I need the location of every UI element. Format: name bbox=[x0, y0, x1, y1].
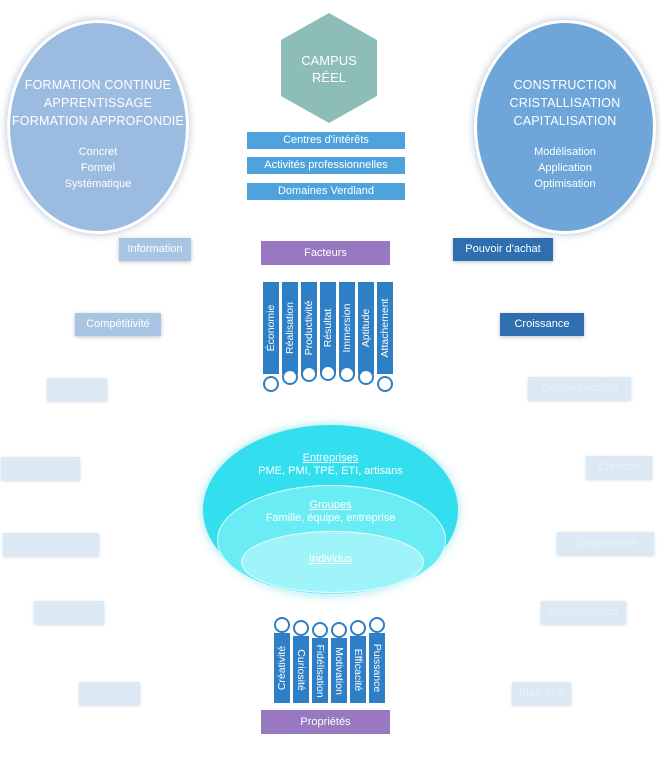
tag-pouvoir-achat: Pouvoir d'achat bbox=[453, 238, 553, 261]
propriete-knob bbox=[369, 617, 385, 633]
campus-line1: CAMPUS bbox=[301, 53, 357, 68]
right-circle-line: CRISTALLISATION bbox=[509, 96, 621, 110]
left-circle-line: FORMATION APPROFONDIE bbox=[11, 114, 185, 128]
center-bar-domaines: Domaines Verdland bbox=[247, 183, 405, 200]
propriete-knob bbox=[331, 622, 347, 638]
right-circle-sub: Modélisation bbox=[534, 146, 596, 158]
right-circle-line: CONSTRUCTION bbox=[513, 78, 617, 92]
left-circle-sub: Formel bbox=[80, 162, 116, 174]
facteur-column: Résultat bbox=[320, 282, 336, 374]
propriete-label: Efficacité bbox=[352, 648, 364, 691]
groupes-sub: Famille, équipe, entreprise bbox=[265, 512, 396, 524]
tag-competitivite: Compétitivité bbox=[75, 313, 161, 336]
campus-line2: RÉEL bbox=[312, 70, 346, 85]
facteur-label: Résultat bbox=[322, 308, 334, 348]
proprietes-header: Propriétés bbox=[261, 710, 390, 734]
tag-information: Information bbox=[119, 238, 191, 261]
facteur-label: Immersion bbox=[341, 303, 353, 353]
entreprises-sub: PME, PMI, TPE, ETI, artisans bbox=[258, 465, 403, 477]
left-circle: FORMATION CONTINUE APPRENTISSAGE FORMATI… bbox=[7, 20, 189, 234]
facteur-knob bbox=[282, 369, 298, 385]
left-circle-line: FORMATION CONTINUE bbox=[24, 78, 172, 92]
faded-tag-left bbox=[3, 533, 99, 556]
facteur-knob bbox=[358, 369, 374, 385]
campus-label: CAMPUS RÉEL bbox=[280, 52, 378, 86]
facteur-knob bbox=[301, 366, 317, 382]
facteur-column: Économie bbox=[263, 282, 279, 374]
facteur-knob bbox=[320, 365, 336, 381]
left-circle-sub: Concret bbox=[78, 146, 118, 158]
faded-tag-left bbox=[79, 682, 140, 705]
facteur-label: Réalisation bbox=[284, 302, 296, 354]
faded-tag-left bbox=[1, 457, 80, 480]
entreprises-title: Entreprises bbox=[302, 452, 359, 464]
tag-croissance: Croissance bbox=[500, 313, 584, 336]
groupes-title: Groupes bbox=[309, 499, 352, 511]
left-circle-line: APPRENTISSAGE bbox=[43, 96, 153, 110]
facteur-column: Productivité bbox=[301, 282, 317, 374]
propriete-column: Efficacité bbox=[350, 636, 366, 703]
faded-tag-creation: Création bbox=[586, 456, 652, 479]
propriete-label: Motivation bbox=[333, 646, 345, 695]
propriete-label: Créativité bbox=[276, 645, 288, 691]
right-circle: CONSTRUCTION CRISTALLISATION CAPITALISAT… bbox=[474, 20, 656, 234]
facteur-label: Attachement bbox=[379, 298, 391, 358]
right-circle-sub: Optimisation bbox=[534, 178, 596, 190]
facteur-column: Attachement bbox=[377, 282, 393, 374]
propriete-label: Fidélisation bbox=[314, 643, 326, 698]
faded-tag-competence: Compétence bbox=[557, 532, 654, 555]
facteur-label: Économie bbox=[265, 304, 277, 352]
facteur-knob bbox=[339, 366, 355, 382]
facteur-label: Productivité bbox=[303, 300, 315, 356]
propriete-knob bbox=[293, 620, 309, 636]
facteur-column: Réalisation bbox=[282, 282, 298, 374]
facteurs-header: Facteurs bbox=[261, 241, 390, 265]
faded-tag-connaissance: Connaissance bbox=[541, 601, 626, 624]
facteur-label: Aptitude bbox=[360, 308, 372, 348]
facteur-column: Immersion bbox=[339, 282, 355, 374]
faded-tag-left bbox=[34, 601, 104, 624]
right-circle-sub: Application bbox=[538, 162, 592, 174]
left-circle-sub: Systématique bbox=[64, 178, 132, 190]
center-bar-interets: Centres d'intérêts bbox=[247, 132, 405, 149]
propriete-knob bbox=[350, 620, 366, 636]
propriete-label: Curiosité bbox=[295, 648, 307, 691]
propriete-column: Motivation bbox=[331, 638, 347, 703]
individus-title: Individus bbox=[308, 553, 353, 565]
campus-hexagon bbox=[281, 13, 377, 123]
right-circle-line: CAPITALISATION bbox=[513, 114, 617, 128]
propriete-column: Curiosité bbox=[293, 636, 309, 703]
faded-tag-bien-etre: Bien-être bbox=[512, 682, 571, 705]
facteur-column: Aptitude bbox=[358, 282, 374, 374]
propriete-column: Puissance bbox=[369, 633, 385, 703]
propriete-knob bbox=[312, 622, 328, 638]
center-bar-activites: Activités professionnelles bbox=[247, 157, 405, 174]
propriete-knob bbox=[274, 617, 290, 633]
propriete-column: Fidélisation bbox=[312, 638, 328, 703]
propriete-label: Puissance bbox=[371, 643, 383, 693]
propriete-column: Créativité bbox=[274, 633, 290, 703]
facteur-knob bbox=[263, 376, 279, 392]
faded-tag-communication: Communication bbox=[528, 377, 631, 400]
ellipse-individus bbox=[241, 531, 424, 593]
facteur-knob bbox=[377, 376, 393, 392]
faded-tag-left bbox=[47, 378, 107, 401]
